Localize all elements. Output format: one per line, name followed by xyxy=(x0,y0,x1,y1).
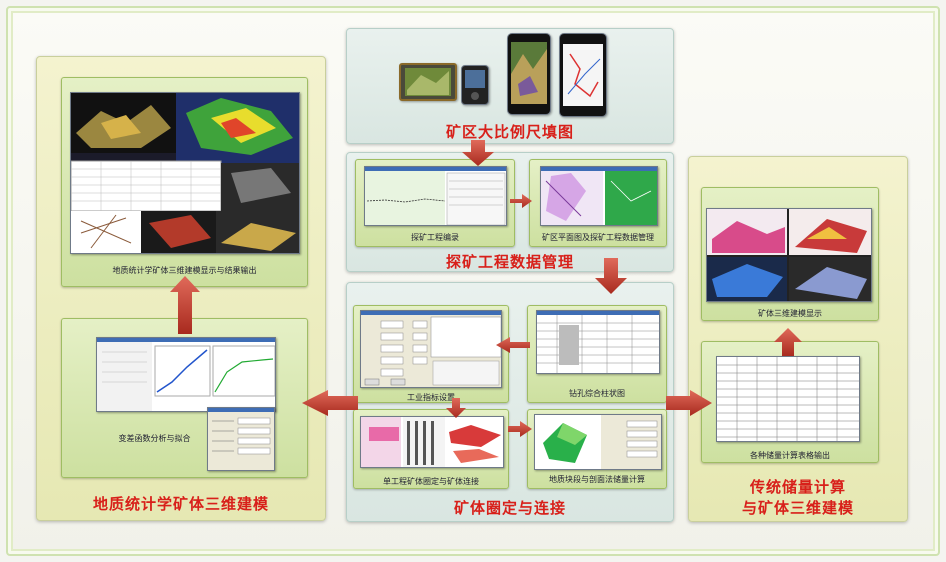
borehole-histogram-caption: 钻孔综合柱状图 xyxy=(569,389,625,398)
orebody-connection-screenshot xyxy=(360,416,504,468)
plan-section-card[interactable]: 矿区平面图及探矿工程数据管理 xyxy=(529,159,667,247)
index-settings-card[interactable]: 工业指标设置 xyxy=(353,305,509,403)
geostat-display-caption: 地质统计学矿体三维建模显示与结果输出 xyxy=(112,266,257,275)
arrow-left-orebody-to-geostat xyxy=(302,390,358,416)
traditional-title-line2: 与矿体三维建模 xyxy=(741,499,854,517)
variogram-dialog xyxy=(207,407,275,471)
arrow-down-index-to-connection xyxy=(446,398,466,418)
plan-section-caption: 矿区平面图及探矿工程数据管理 xyxy=(542,233,654,242)
arrow-down-exploration-to-borehole xyxy=(595,258,627,294)
arrow-right-edit-to-plan xyxy=(510,194,532,208)
orebody-3d-screenshot xyxy=(706,208,872,302)
orebody-connection-card[interactable]: 单工程矿体圈定与矿体连接 xyxy=(353,409,509,489)
reserve-tables-screenshot xyxy=(716,356,860,442)
reserve-tables-caption: 各种储量计算表格输出 xyxy=(750,451,830,460)
orebody-connection-caption: 单工程矿体圈定与矿体连接 xyxy=(383,477,479,486)
reserve-tables-card[interactable]: 各种储量计算表格输出 xyxy=(701,341,879,463)
arrow-up-variogram-to-display xyxy=(170,276,200,334)
variogram-card[interactable]: 变差函数分析与拟合 xyxy=(61,318,308,478)
orebody-delineation-panel: 工业指标设置 钻孔综合柱状图 xyxy=(346,282,674,522)
block-section-card[interactable]: 地质块段与剖面法储量计算 xyxy=(527,409,667,489)
arrow-down-field-to-exploration xyxy=(462,140,494,166)
field-mapping-title: 矿区大比例尺填图 xyxy=(445,123,574,141)
arrow-right-connection-to-block xyxy=(508,421,532,437)
orebody-3d-caption: 矿体三维建模显示 xyxy=(758,309,822,318)
geostatistics-title: 地质统计学矿体三维建模 xyxy=(92,495,269,513)
exploration-edit-caption: 探矿工程编录 xyxy=(411,233,459,242)
borehole-histogram-screenshot xyxy=(536,310,660,374)
geostat-3d-screenshot xyxy=(70,92,300,254)
tablet-device-image xyxy=(399,63,457,101)
traditional-reserve-title: 传统储量计算 与矿体三维建模 xyxy=(689,477,907,519)
plan-section-screenshot xyxy=(540,166,658,226)
geostatistics-panel: 地质统计学矿体三维建模显示与结果输出 xyxy=(36,56,326,521)
arrow-left-borehole-to-index xyxy=(496,337,530,353)
exploration-data-title: 探矿工程数据管理 xyxy=(445,253,574,271)
variogram-screenshot xyxy=(96,337,276,412)
index-settings-caption: 工业指标设置 xyxy=(407,393,455,402)
traditional-title-line1: 传统储量计算 xyxy=(749,478,846,496)
borehole-histogram-card[interactable]: 钻孔综合柱状图 xyxy=(527,305,667,403)
exploration-edit-card[interactable]: 探矿工程编录 xyxy=(355,159,515,247)
gps-device-image xyxy=(461,65,489,105)
exploration-data-panel: 探矿工程编录 矿区平面图及探矿工程数据管理 探矿工程数据管理 xyxy=(346,152,674,272)
block-section-caption: 地质块段与剖面法储量计算 xyxy=(549,475,645,484)
orebody-delineation-title: 矿体圈定与连接 xyxy=(453,499,566,517)
arrow-up-tables-to-3d xyxy=(774,328,802,356)
arrow-right-orebody-to-traditional xyxy=(666,390,712,416)
phone-map-image xyxy=(559,33,607,117)
block-section-screenshot xyxy=(534,414,662,470)
orebody-3d-display-card[interactable]: 矿体三维建模显示 xyxy=(701,187,879,321)
phone-terrain-image xyxy=(507,33,551,115)
variogram-caption: 变差函数分析与拟合 xyxy=(118,434,191,443)
index-settings-screenshot xyxy=(360,310,502,388)
exploration-edit-screenshot xyxy=(364,166,507,226)
field-mapping-panel: 矿区大比例尺填图 xyxy=(346,28,674,144)
